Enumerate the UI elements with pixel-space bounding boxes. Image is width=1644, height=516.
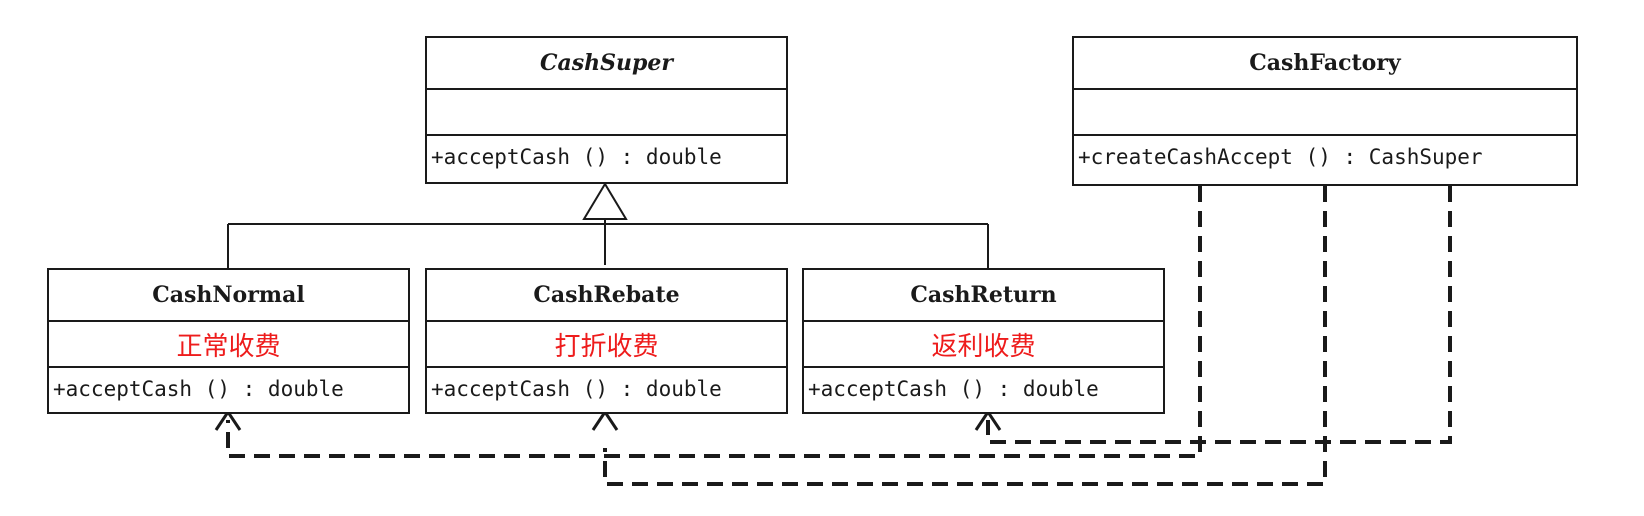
class-cash-return[interactable]: CashReturn 返利收费 +acceptCash () : double	[802, 268, 1165, 414]
arrowhead-cash-rebate	[591, 409, 619, 431]
class-cash-factory[interactable]: CashFactory +createCashAccept () : CashS…	[1072, 36, 1578, 186]
class-attributes	[427, 90, 786, 136]
class-cash-normal[interactable]: CashNormal 正常收费 +acceptCash () : double	[47, 268, 410, 414]
dependency-arrowheads	[214, 409, 1002, 431]
class-annotation: 正常收费	[49, 322, 408, 368]
dependency-edges	[226, 186, 1452, 486]
class-operation: +acceptCash () : double	[53, 377, 344, 401]
class-attributes	[1074, 90, 1576, 136]
class-cash-super[interactable]: CashSuper +acceptCash () : double	[425, 36, 788, 184]
class-cash-rebate[interactable]: CashRebate 打折收费 +acceptCash () : double	[425, 268, 788, 414]
class-operation: +acceptCash () : double	[431, 145, 722, 169]
class-operation: +createCashAccept () : CashSuper	[1078, 145, 1483, 169]
class-name: CashSuper	[427, 38, 786, 90]
class-operation: +acceptCash () : double	[431, 377, 722, 401]
generalization-triangle	[582, 182, 628, 220]
class-annotation: 打折收费	[427, 322, 786, 368]
class-name: CashNormal	[49, 270, 408, 322]
class-operation: +acceptCash () : double	[808, 377, 1099, 401]
dependency-to-cash-return	[986, 186, 1452, 444]
generalization-edges	[227, 182, 989, 268]
dependency-to-cash-rebate	[603, 186, 1327, 486]
class-name: CashRebate	[427, 270, 786, 322]
class-name: CashFactory	[1074, 38, 1576, 90]
class-annotation: 返利收费	[804, 322, 1163, 368]
class-name: CashReturn	[804, 270, 1163, 322]
dependency-to-cash-normal	[226, 186, 1202, 458]
